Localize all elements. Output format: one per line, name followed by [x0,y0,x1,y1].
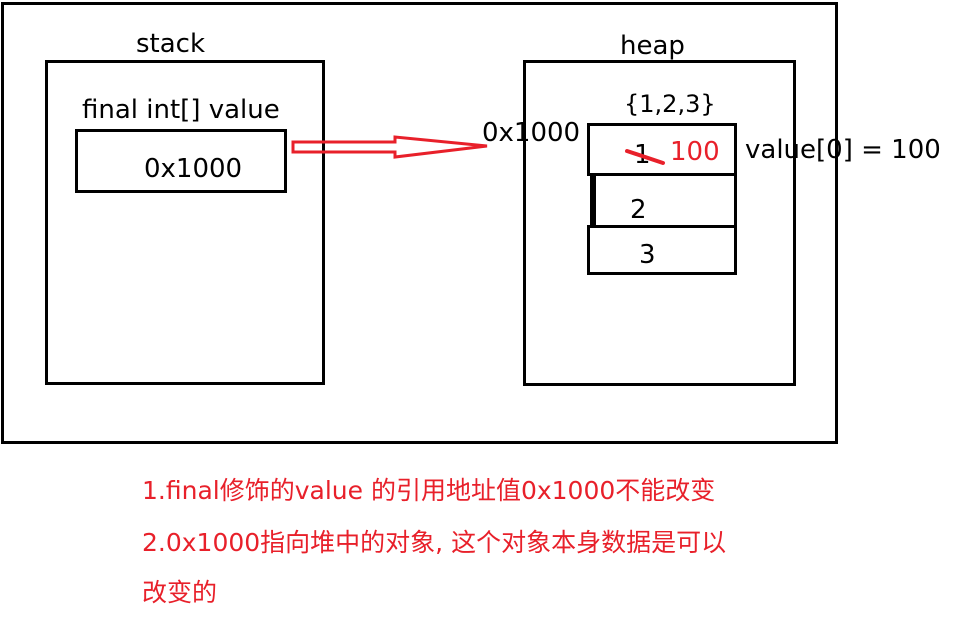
array-cell-2 [587,225,737,275]
assignment-label: value[0] = 100 [745,135,941,165]
heap-address-label: 0x1000 [482,118,581,148]
stack-variable-label: final int[] value [82,95,280,125]
stack-title: stack [136,29,206,59]
heap-box [523,60,796,386]
note-line-3: 改变的 [142,578,218,607]
stack-box [45,60,325,385]
strike-through-mark [625,149,665,165]
note-line-1: 1.final修饰的value 的引用地址值0x1000不能改变 [142,476,716,505]
stack-reference-value: 0x1000 [144,154,243,184]
heap-array-literal: {1,2,3} [624,90,716,118]
note-line-2: 2.0x1000指向堆中的对象, 这个对象本身数据是可以 [142,528,727,557]
outer-frame [1,2,838,444]
array-cell-1-value: 2 [630,195,647,225]
array-cell-2-value: 3 [639,240,656,270]
heap-title: heap [620,31,685,61]
stack-reference-cell [75,129,287,193]
reference-arrow [291,135,488,159]
array-cell-0-new-value: 100 [670,137,720,167]
